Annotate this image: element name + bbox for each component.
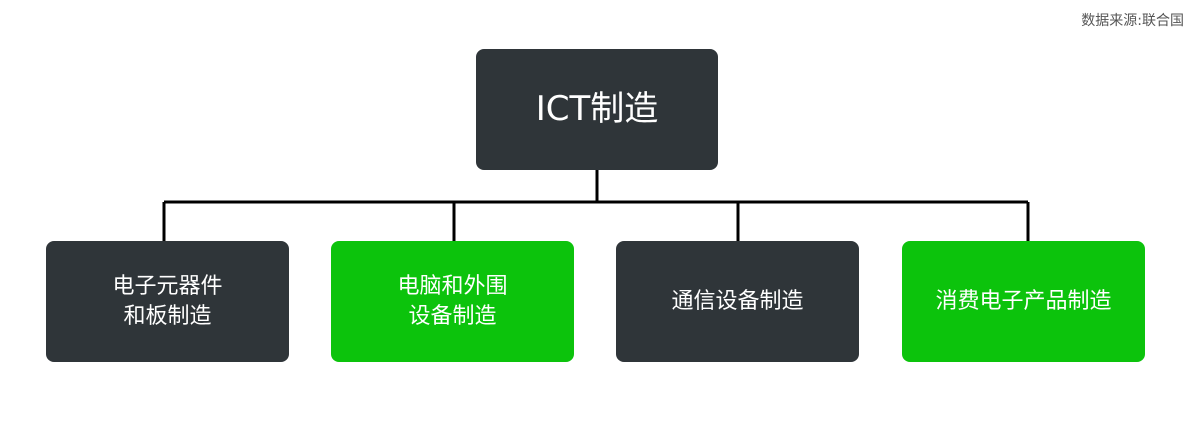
root-node: ICT制造 bbox=[476, 49, 718, 170]
child-node-3-label: 通信设备制造 bbox=[671, 288, 804, 314]
child-node-4-label: 消费电子产品制造 bbox=[935, 288, 1112, 314]
child-node-2: 电脑和外围 设备制造 bbox=[331, 241, 574, 362]
child-node-1-label: 电子元器件 和板制造 bbox=[112, 273, 223, 329]
source-note: 数据来源:联合国 bbox=[1081, 13, 1184, 29]
child-node-3: 通信设备制造 bbox=[616, 241, 859, 362]
child-node-2-label: 电脑和外围 设备制造 bbox=[397, 273, 508, 329]
child-node-1: 电子元器件 和板制造 bbox=[46, 241, 289, 362]
root-node-label: ICT制造 bbox=[535, 89, 659, 130]
child-node-4: 消费电子产品制造 bbox=[902, 241, 1145, 362]
